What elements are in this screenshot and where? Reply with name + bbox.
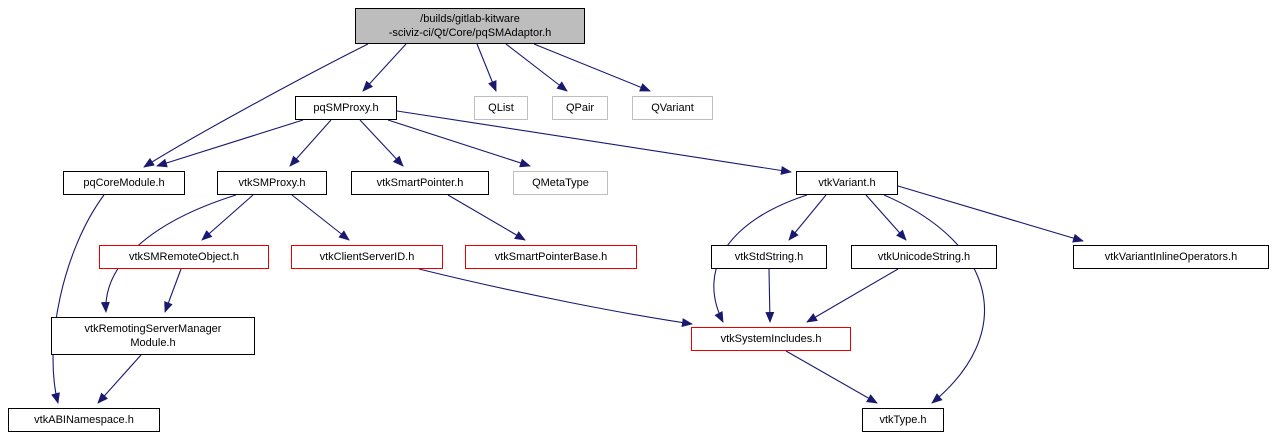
edge-pqSMAdaptor-QPair xyxy=(505,43,568,92)
node-vtkVariant[interactable]: vtkVariant.h xyxy=(796,171,898,195)
edge-pqSMProxy-pqCoreModule xyxy=(156,119,304,168)
edge-pqCoreModule-vtkABINamespace xyxy=(51,194,105,404)
edge-vtkVariant-vtkVariantInlineOperators xyxy=(897,185,1084,243)
edge-pqSMProxy-QMetaType xyxy=(387,119,531,168)
edge-vtkSMRemoteObject-vtkRemotingServerManagerModule xyxy=(164,268,182,313)
edge-pqSMAdaptor-QVariant xyxy=(533,43,651,92)
edge-vtkSMProxy-vtkClientServerID xyxy=(291,194,350,241)
edge-pqSMProxy-vtkSmartPointer xyxy=(359,119,404,167)
edge-vtkClientServerID-vtkSystemIncludes xyxy=(418,268,693,328)
edge-pqSMAdaptor-pqCoreModule xyxy=(143,43,369,168)
edge-vtkVariant-vtkType xyxy=(883,194,986,404)
edge-vtkVariant-vtkUnicodeString xyxy=(865,194,907,241)
node-QVariant: QVariant xyxy=(632,96,713,120)
node-vtkABINamespace[interactable]: vtkABINamespace.h xyxy=(8,408,160,432)
node-vtkVariantInlineOperators[interactable]: vtkVariantInlineOperators.h xyxy=(1073,245,1269,269)
node-pqSMProxy[interactable]: pqSMProxy.h xyxy=(295,96,397,120)
edge-vtkUnicodeString-vtkSystemIncludes xyxy=(806,268,899,323)
node-QMetaType: QMetaType xyxy=(513,171,608,195)
node-vtkRemotingServerManagerModule[interactable]: vtkRemotingServerManager Module.h xyxy=(51,317,255,355)
node-vtkType[interactable]: vtkType.h xyxy=(862,408,944,432)
node-QPair: QPair xyxy=(552,96,608,120)
node-vtkSMRemoteObject[interactable]: vtkSMRemoteObject.h xyxy=(99,245,269,269)
node-vtkClientServerID[interactable]: vtkClientServerID.h xyxy=(291,245,443,269)
node-pqSMAdaptor: /builds/gitlab-kitware -sciviz-ci/Qt/Cor… xyxy=(355,8,585,44)
edge-vtkSystemIncludes-vtkType xyxy=(785,350,878,404)
node-vtkStdString[interactable]: vtkStdString.h xyxy=(711,245,827,269)
edge-pqSMAdaptor-QList xyxy=(476,43,497,92)
edge-vtkSMProxy-vtkSMRemoteObject xyxy=(201,194,254,241)
edge-pqSMProxy-vtkVariant xyxy=(396,110,792,175)
node-vtkSmartPointerBase[interactable]: vtkSmartPointerBase.h xyxy=(465,245,637,269)
node-vtkSystemIncludes[interactable]: vtkSystemIncludes.h xyxy=(691,327,851,351)
node-vtkSMProxy[interactable]: vtkSMProxy.h xyxy=(217,171,327,195)
node-pqCoreModule[interactable]: pqCoreModule.h xyxy=(63,171,185,195)
node-QList: QList xyxy=(474,96,528,120)
edge-pqSMProxy-vtkSMProxy xyxy=(289,119,332,167)
edge-vtkRemotingServerManagerModule-vtkABINamespace xyxy=(97,354,142,404)
edge-vtkVariant-vtkStdString xyxy=(788,194,827,241)
node-vtkSmartPointer[interactable]: vtkSmartPointer.h xyxy=(351,171,489,195)
edge-vtkStdString-vtkSystemIncludes xyxy=(765,268,775,323)
node-vtkUnicodeString[interactable]: vtkUnicodeString.h xyxy=(851,245,997,269)
edge-pqSMAdaptor-pqSMProxy xyxy=(362,43,407,92)
edge-vtkSmartPointer-vtkSmartPointerBase xyxy=(447,194,526,241)
